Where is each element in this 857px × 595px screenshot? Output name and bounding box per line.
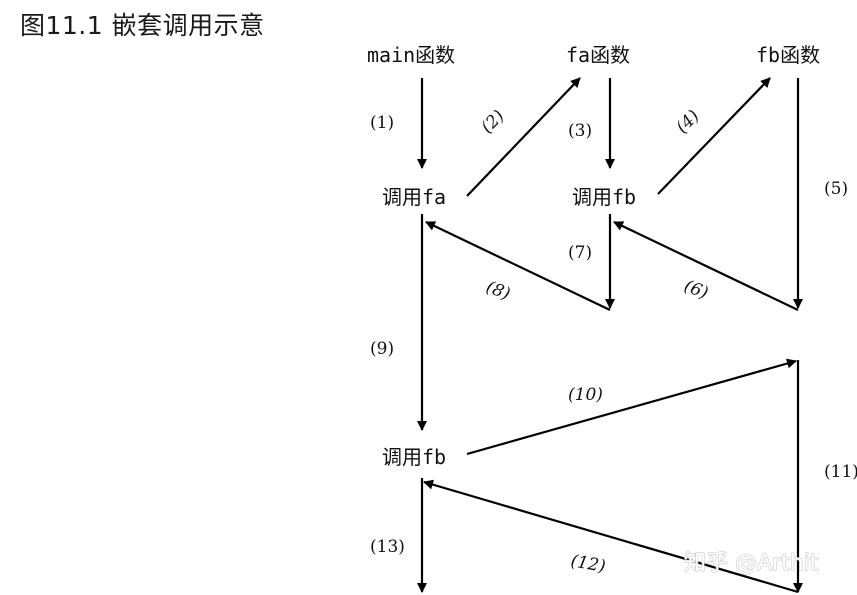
node-call-fa: 调用fa — [382, 185, 446, 209]
step-label-12: (12) — [569, 551, 607, 577]
edge-step-8 — [425, 221, 611, 311]
step-label-5: (5) — [824, 179, 848, 199]
step-label-13: (13) — [370, 537, 405, 557]
step-label-6: (6) — [681, 276, 711, 304]
node-call-fb-in-main: 调用fb — [382, 445, 446, 469]
page-title: 图11.1 嵌套调用示意 — [20, 11, 265, 40]
step-label-8: (8) — [483, 277, 513, 305]
step-label-10: (10) — [568, 385, 603, 405]
node-fb-function: fb函数 — [756, 43, 820, 67]
watermark: 知乎 @Arthit — [684, 551, 819, 576]
edge-step-10 — [466, 358, 797, 456]
step-label-7: (7) — [568, 243, 592, 263]
step-label-9: (9) — [370, 339, 394, 359]
edge-step-6 — [613, 221, 799, 311]
step-label-11: (11) — [824, 462, 857, 482]
edge-step-4 — [657, 77, 771, 195]
edge-step-12 — [423, 479, 799, 594]
step-label-4: (4) — [672, 106, 703, 137]
edge-step-2 — [466, 77, 581, 197]
node-fa-function: fa函数 — [566, 43, 630, 67]
step-label-1: (1) — [370, 113, 394, 133]
step-label-3: (3) — [568, 121, 592, 141]
node-call-fb-in-fa: 调用fb — [572, 185, 636, 209]
step-label-2: (2) — [477, 106, 508, 137]
node-main-function: main函数 — [367, 43, 455, 67]
